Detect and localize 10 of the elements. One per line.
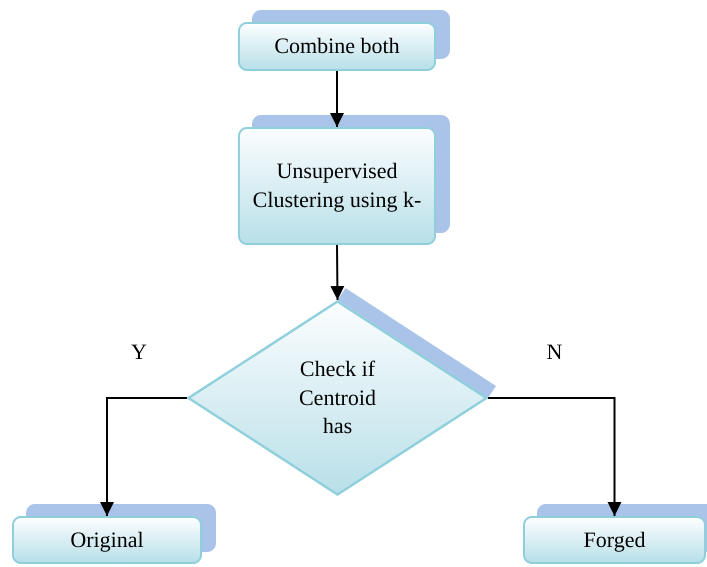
process-box: Forged — [523, 516, 706, 564]
arrow — [488, 397, 622, 516]
process-box: Original — [12, 516, 202, 564]
arrow — [330, 244, 344, 300]
arrow — [100, 397, 187, 516]
decision-text: Check if Centroid has — [298, 355, 377, 440]
decision-diamond — [187, 300, 488, 496]
process-box: Unsupervised Clustering using k- — [238, 127, 436, 245]
process-box: Combine both — [238, 22, 436, 71]
arrow — [330, 71, 344, 127]
